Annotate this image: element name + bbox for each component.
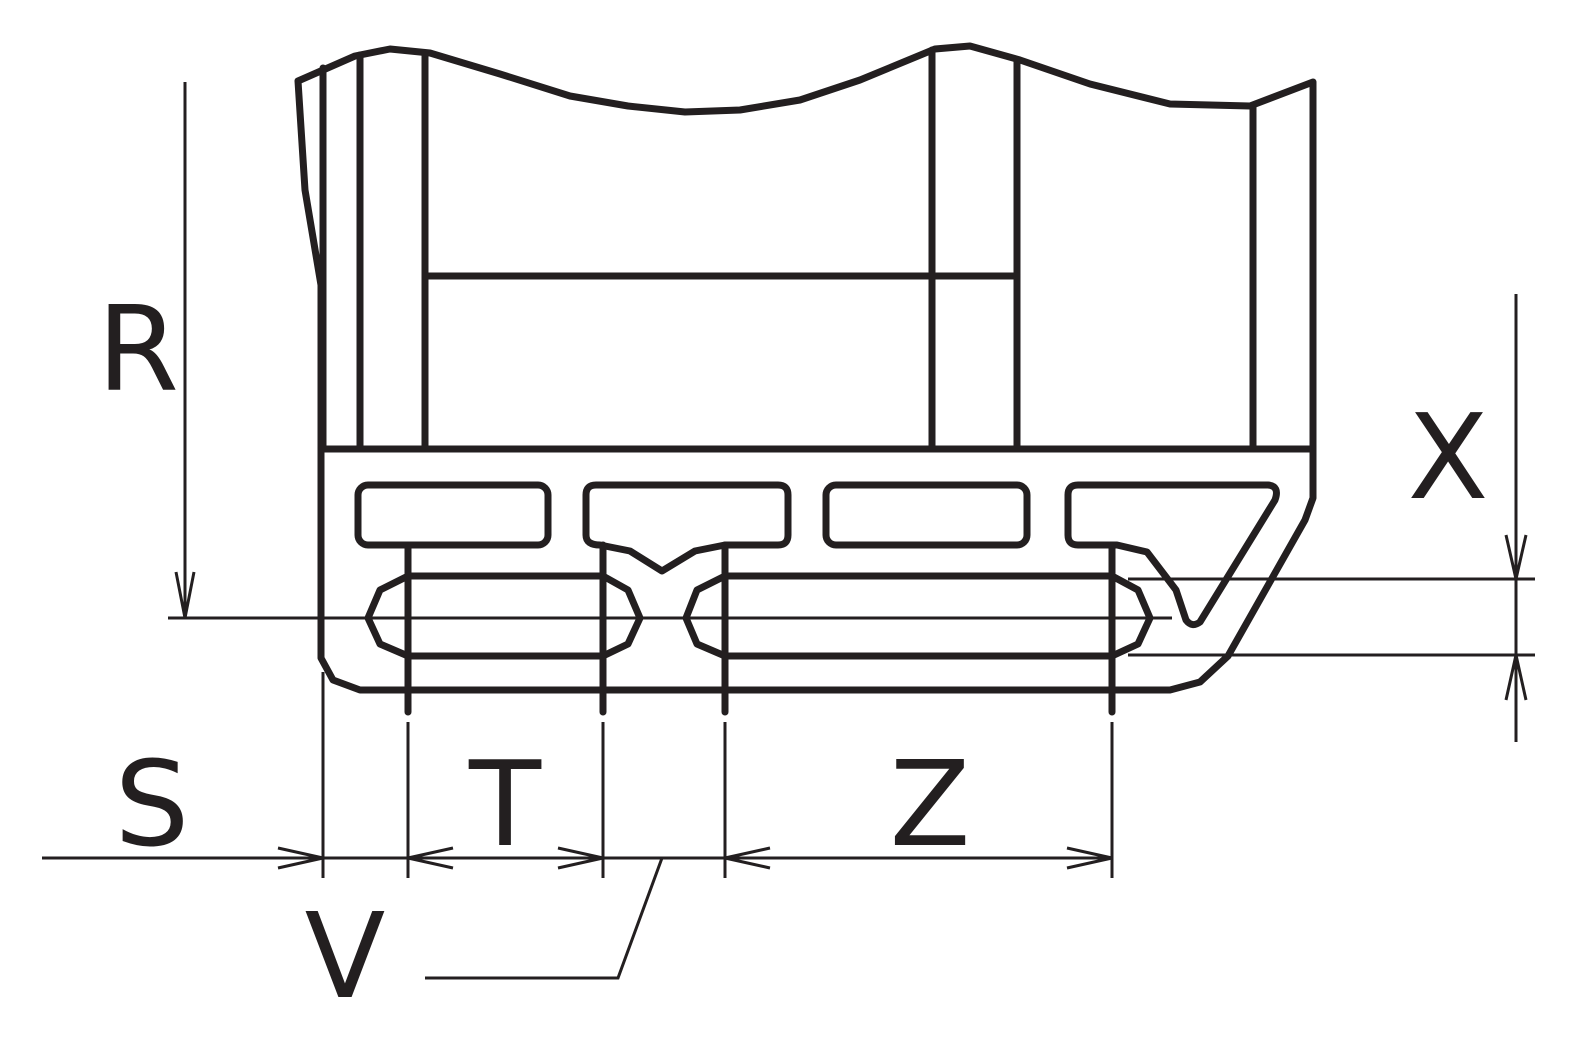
upper-body-outline — [294, 42, 1317, 453]
horizontal-dimensions: S T Z V — [42, 672, 1114, 1025]
s-label: S — [115, 735, 190, 873]
slot-4 — [1064, 481, 1280, 629]
upper-body — [294, 42, 1317, 453]
slot-3 — [822, 481, 1031, 549]
base-outline — [317, 445, 1317, 694]
screw-head-right — [682, 572, 1154, 660]
v-label: V — [305, 887, 386, 1025]
z-arrow-left — [724, 846, 771, 870]
x-label: X — [1408, 388, 1489, 526]
v-leader — [425, 857, 664, 980]
slot-1 — [354, 481, 552, 549]
t-arrow-left — [407, 846, 454, 870]
base-profile — [317, 445, 1317, 716]
slot-2 — [582, 481, 792, 575]
dimension-x: X — [1128, 294, 1535, 742]
t-label: T — [468, 735, 542, 873]
t-arrow-right — [557, 846, 604, 870]
r-label: R — [97, 280, 179, 418]
z-arrow-right — [1066, 846, 1113, 870]
dimension-r: R — [97, 82, 1172, 620]
s-arrow — [277, 846, 324, 870]
x-arrow-top — [1504, 534, 1528, 580]
x-arrow-bottom — [1504, 654, 1528, 701]
z-label: Z — [890, 735, 971, 873]
